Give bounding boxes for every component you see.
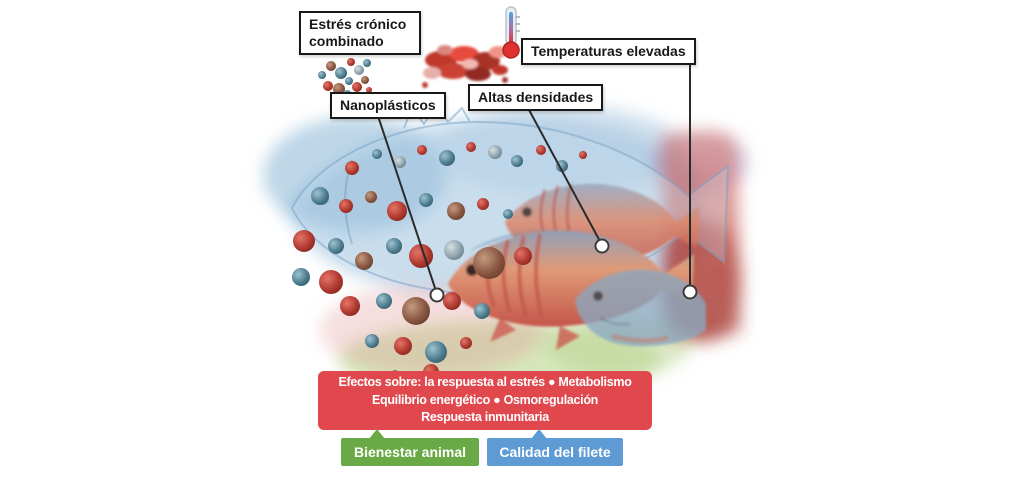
effects-line-3: Respuesta inmunitaria	[421, 410, 549, 425]
thermometer-icon	[502, 6, 520, 59]
effects-line-2: Equilibrio energético ● Osmoregulación	[371, 392, 599, 407]
leader-endpoint-dots	[429, 238, 698, 303]
lower-fish	[575, 269, 706, 347]
effects-banner: Efectos sobre: la respuesta al estrés ● …	[318, 371, 652, 430]
fillet-quality-pointer	[531, 429, 547, 439]
density-label-text: Altas densidades	[478, 89, 594, 105]
animal-welfare-text: Bienestar animal	[353, 444, 467, 460]
fillet-quality-text: Calidad del filete	[499, 444, 611, 460]
temperature-label: Temperaturas elevadas	[521, 38, 696, 66]
nanoplastics-label-text: Nanoplásticos	[340, 97, 436, 113]
chronic-stress-title-box: Estrés crónico combinado	[299, 11, 421, 56]
nanoplastics-label: Nanoplásticos	[330, 92, 446, 120]
effects-line-1: Efectos sobre: la respuesta al estrés ● …	[338, 374, 632, 389]
chronic-stress-title-text: Estrés crónico combinado	[309, 16, 407, 50]
animal-welfare-tag: Bienestar animal	[341, 429, 479, 466]
leader-endpoint-dot	[429, 287, 445, 303]
leader-lines	[377, 62, 691, 295]
fish-density-cluster-icon	[422, 45, 508, 88]
temperature-label-text: Temperaturas elevadas	[531, 43, 686, 59]
leader-endpoint-dot	[682, 284, 698, 300]
animal-welfare-pointer	[369, 429, 385, 439]
leader-endpoint-dot	[594, 238, 610, 254]
density-label: Altas densidades	[468, 84, 604, 112]
fillet-quality-tag: Calidad del filete	[487, 429, 623, 466]
